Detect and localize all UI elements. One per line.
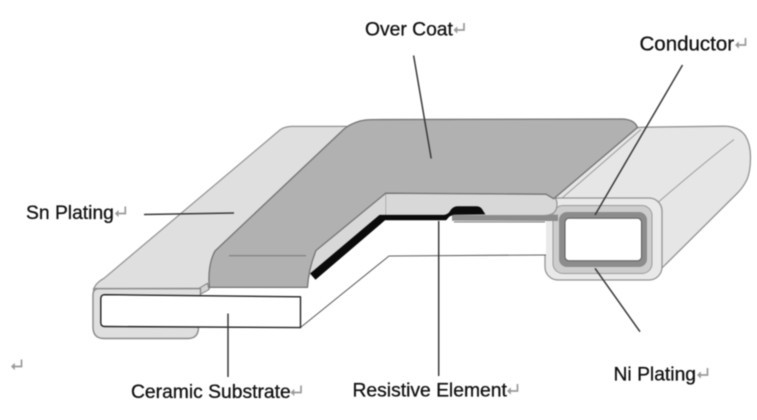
svg-text:Conductor: Conductor: [640, 33, 735, 56]
svg-text:Ceramic Substrate: Ceramic Substrate: [131, 382, 291, 403]
svg-text:Over Coat: Over Coat: [365, 20, 454, 41]
svg-text:Ni Plating: Ni Plating: [614, 365, 697, 386]
svg-text:Resistive Element: Resistive Element: [353, 381, 508, 402]
svg-text:Sn Plating: Sn Plating: [26, 203, 114, 224]
